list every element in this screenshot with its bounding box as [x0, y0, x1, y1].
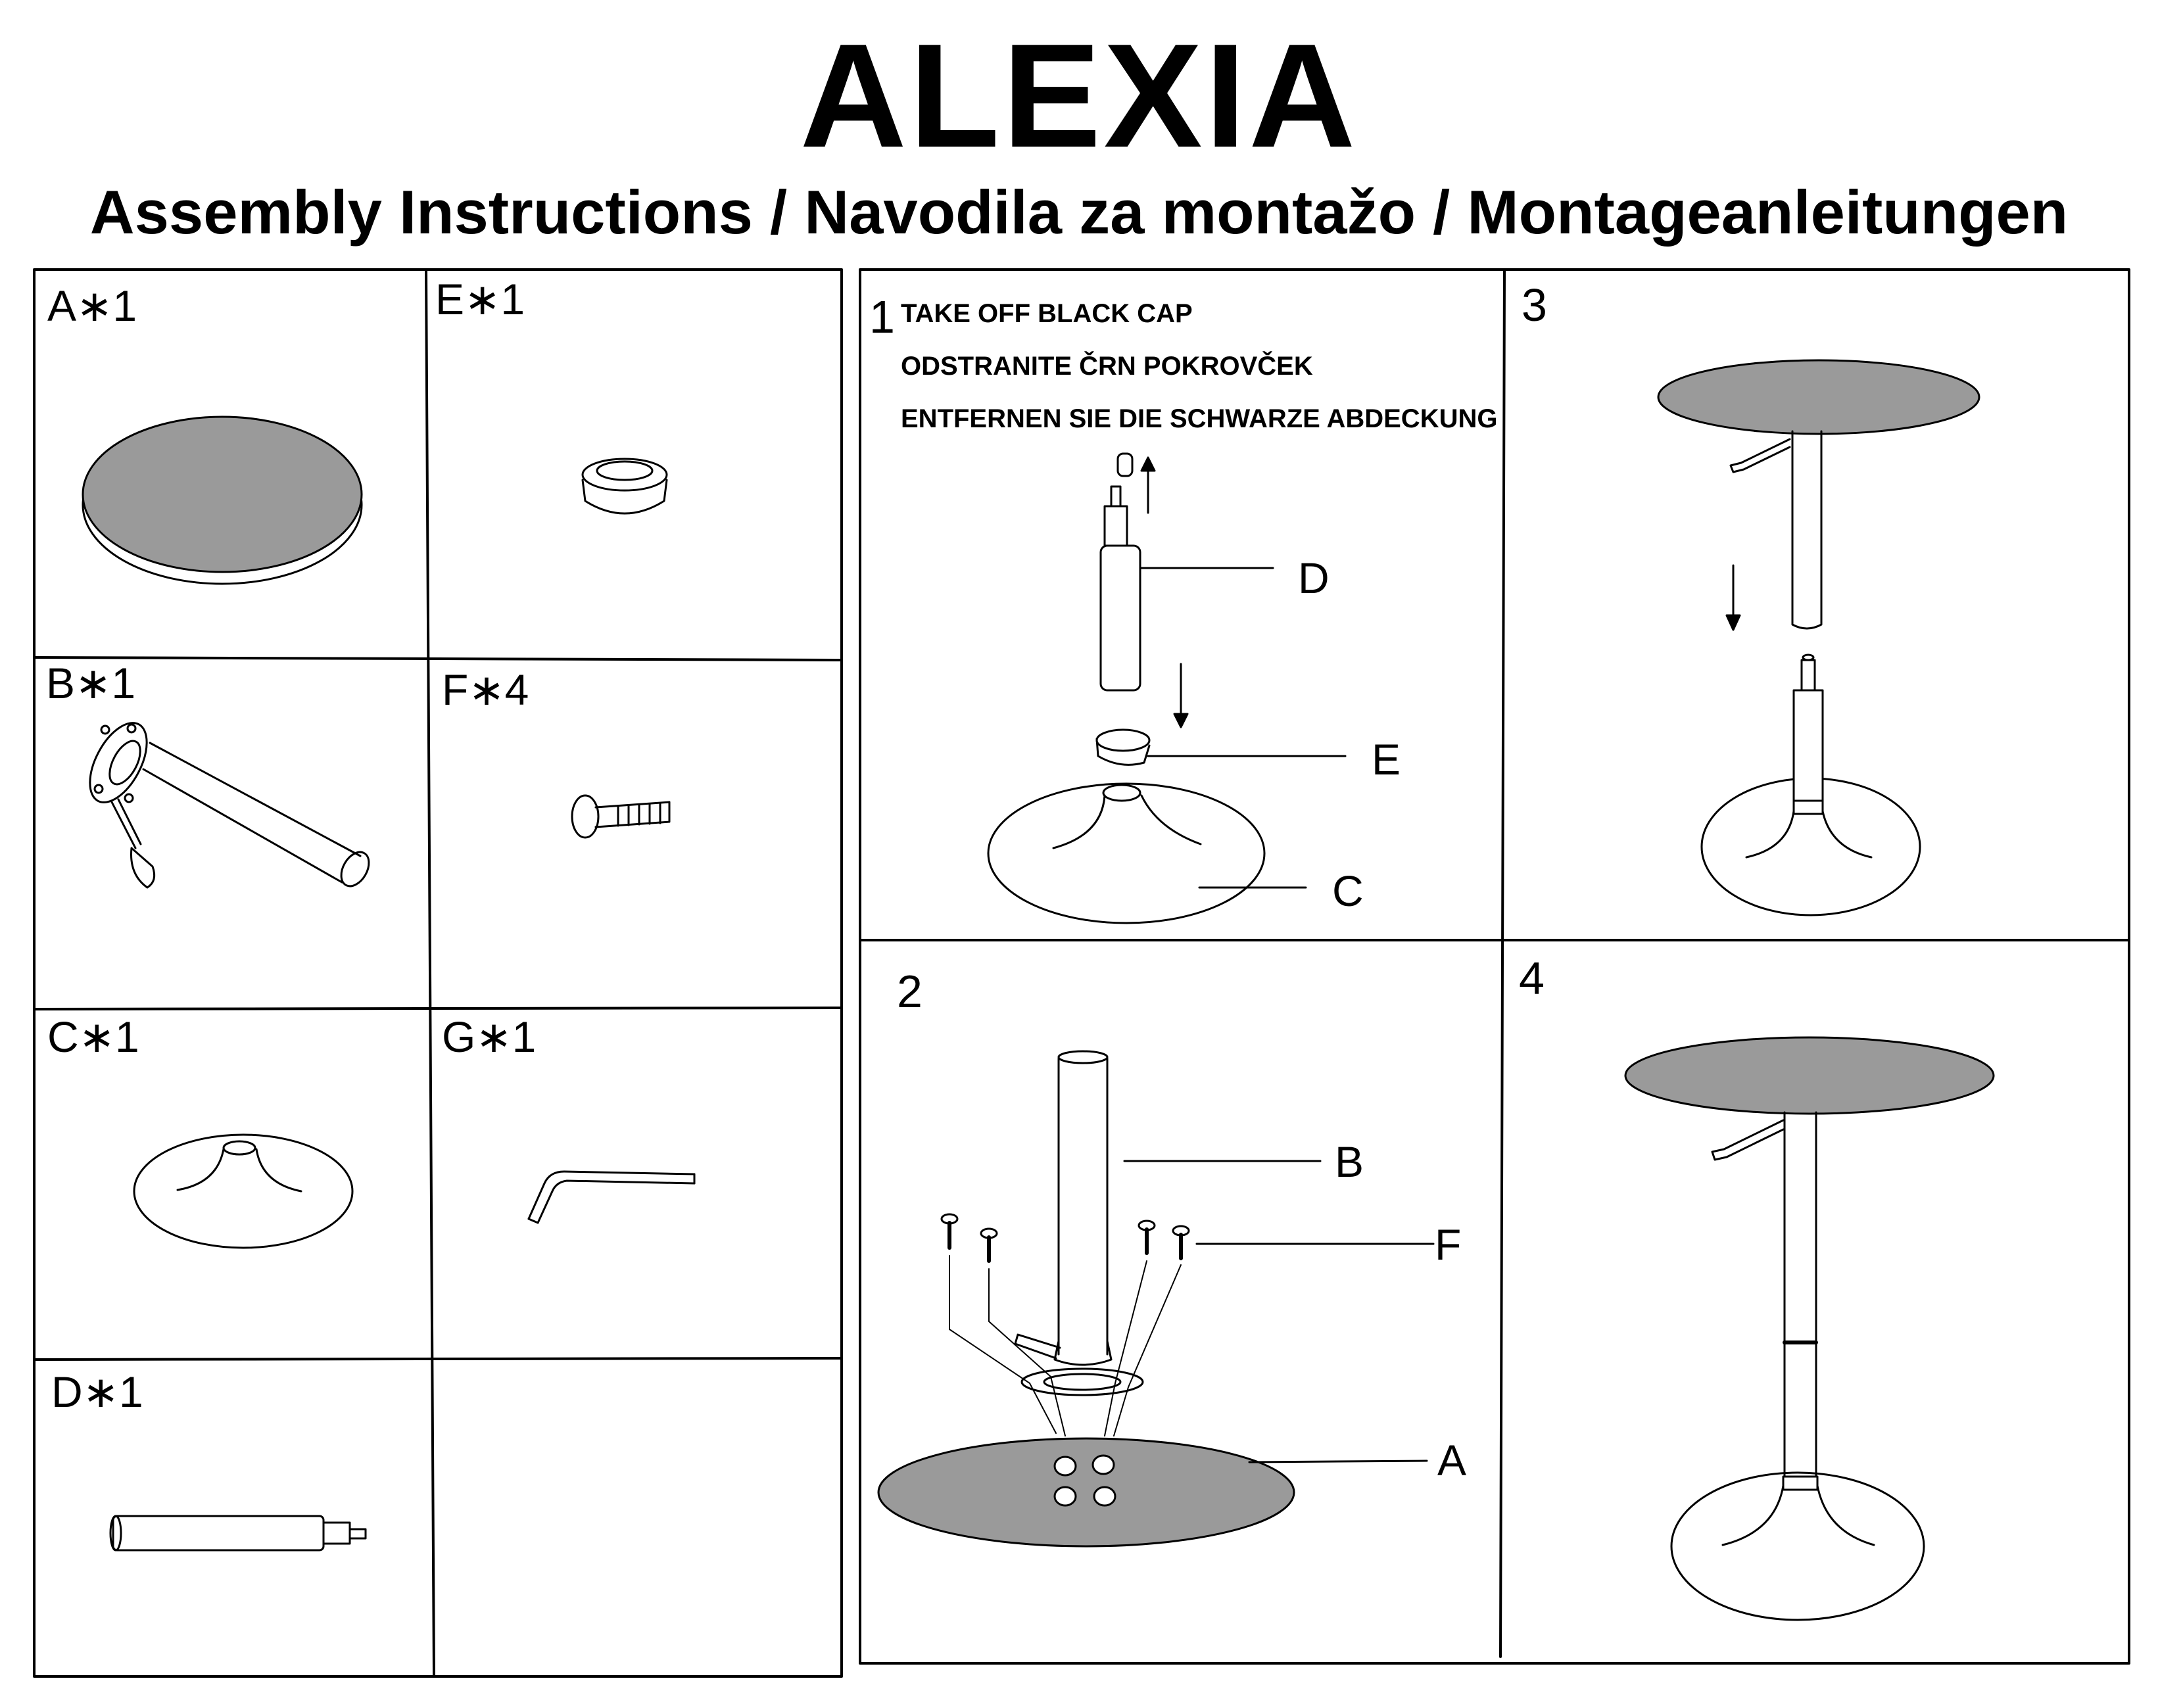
- manual-subtitle: Assembly Instructions / Navodila za mont…: [89, 178, 2069, 247]
- part-a-label: A∗1: [47, 281, 137, 330]
- screws-icon: [940, 1213, 1435, 1436]
- part-e-label: E∗1: [435, 275, 525, 323]
- seat-with-column-icon: [1657, 359, 1980, 630]
- cap-ring-icon: [1095, 728, 1347, 766]
- part-b-cell: B∗1: [46, 659, 370, 889]
- step-3-number: 3: [1522, 279, 1547, 331]
- step-4-number: 4: [1519, 953, 1545, 1004]
- base-dome-icon: [133, 1133, 354, 1249]
- black-cap-icon: [1116, 452, 1134, 477]
- arrow-down-icon: [1173, 663, 1189, 728]
- part-d-label: D∗1: [51, 1367, 143, 1416]
- step-1-number: 1: [869, 291, 895, 343]
- step-4: 4: [1519, 953, 1995, 1621]
- step-1-instruction-sl: ODSTRANITE ČRN POKROVČEK: [901, 350, 1313, 381]
- gas-cylinder-icon: [1099, 485, 1274, 692]
- parts-table: [33, 268, 843, 1678]
- steps-panel: [859, 268, 2130, 1665]
- cap-ring-icon: [581, 458, 668, 515]
- seat-with-holes-icon: [877, 1437, 1428, 1548]
- part-f-cell: F∗4: [442, 665, 671, 839]
- part-c-label: C∗1: [47, 1012, 139, 1061]
- column-icon: [1014, 1050, 1322, 1396]
- step-2-number: 2: [897, 966, 923, 1017]
- step-2: 2 B F: [877, 966, 1466, 1548]
- column-with-lever-icon: [89, 722, 370, 889]
- screw-icon: [571, 794, 671, 839]
- base-dome-icon: [987, 782, 1307, 924]
- part-d-cell: D∗1: [51, 1367, 367, 1552]
- part-a-cell: A∗1: [47, 281, 363, 585]
- manual-title: ALEXIA: [800, 12, 1358, 178]
- step-1-callout-e: E: [1372, 735, 1401, 784]
- part-g-label: G∗1: [442, 1012, 536, 1061]
- part-b-label: B∗1: [46, 659, 135, 707]
- step-3: 3: [1522, 279, 1980, 916]
- step-1: 1 TAKE OFF BLACK CAP ODSTRANITE ČRN POKR…: [869, 291, 1497, 924]
- part-c-cell: C∗1: [47, 1012, 354, 1249]
- step-1-callout-d: D: [1298, 554, 1330, 602]
- allen-key-icon: [527, 1170, 696, 1224]
- part-e-cell: E∗1: [435, 275, 668, 515]
- gas-cylinder-icon: [109, 1515, 367, 1552]
- part-f-label: F∗4: [442, 665, 529, 714]
- arrow-up-icon: [1140, 456, 1156, 514]
- arrow-down-icon: [1725, 564, 1741, 631]
- assembled-table-icon: [1624, 1036, 1995, 1621]
- step-1-instruction-en: TAKE OFF BLACK CAP: [901, 299, 1193, 328]
- step-1-callout-c: C: [1332, 866, 1364, 915]
- step-2-callout-a: A: [1437, 1436, 1466, 1484]
- step-1-instruction-de: ENTFERNEN SIE DIE SCHWARZE ABDECKUNG: [901, 404, 1497, 433]
- step-2-callout-f: F: [1435, 1220, 1461, 1269]
- seat-disc-icon: [82, 415, 363, 585]
- base-with-cylinder-icon: [1700, 653, 1921, 916]
- part-g-cell: G∗1: [442, 1012, 696, 1224]
- step-2-callout-b: B: [1335, 1137, 1364, 1186]
